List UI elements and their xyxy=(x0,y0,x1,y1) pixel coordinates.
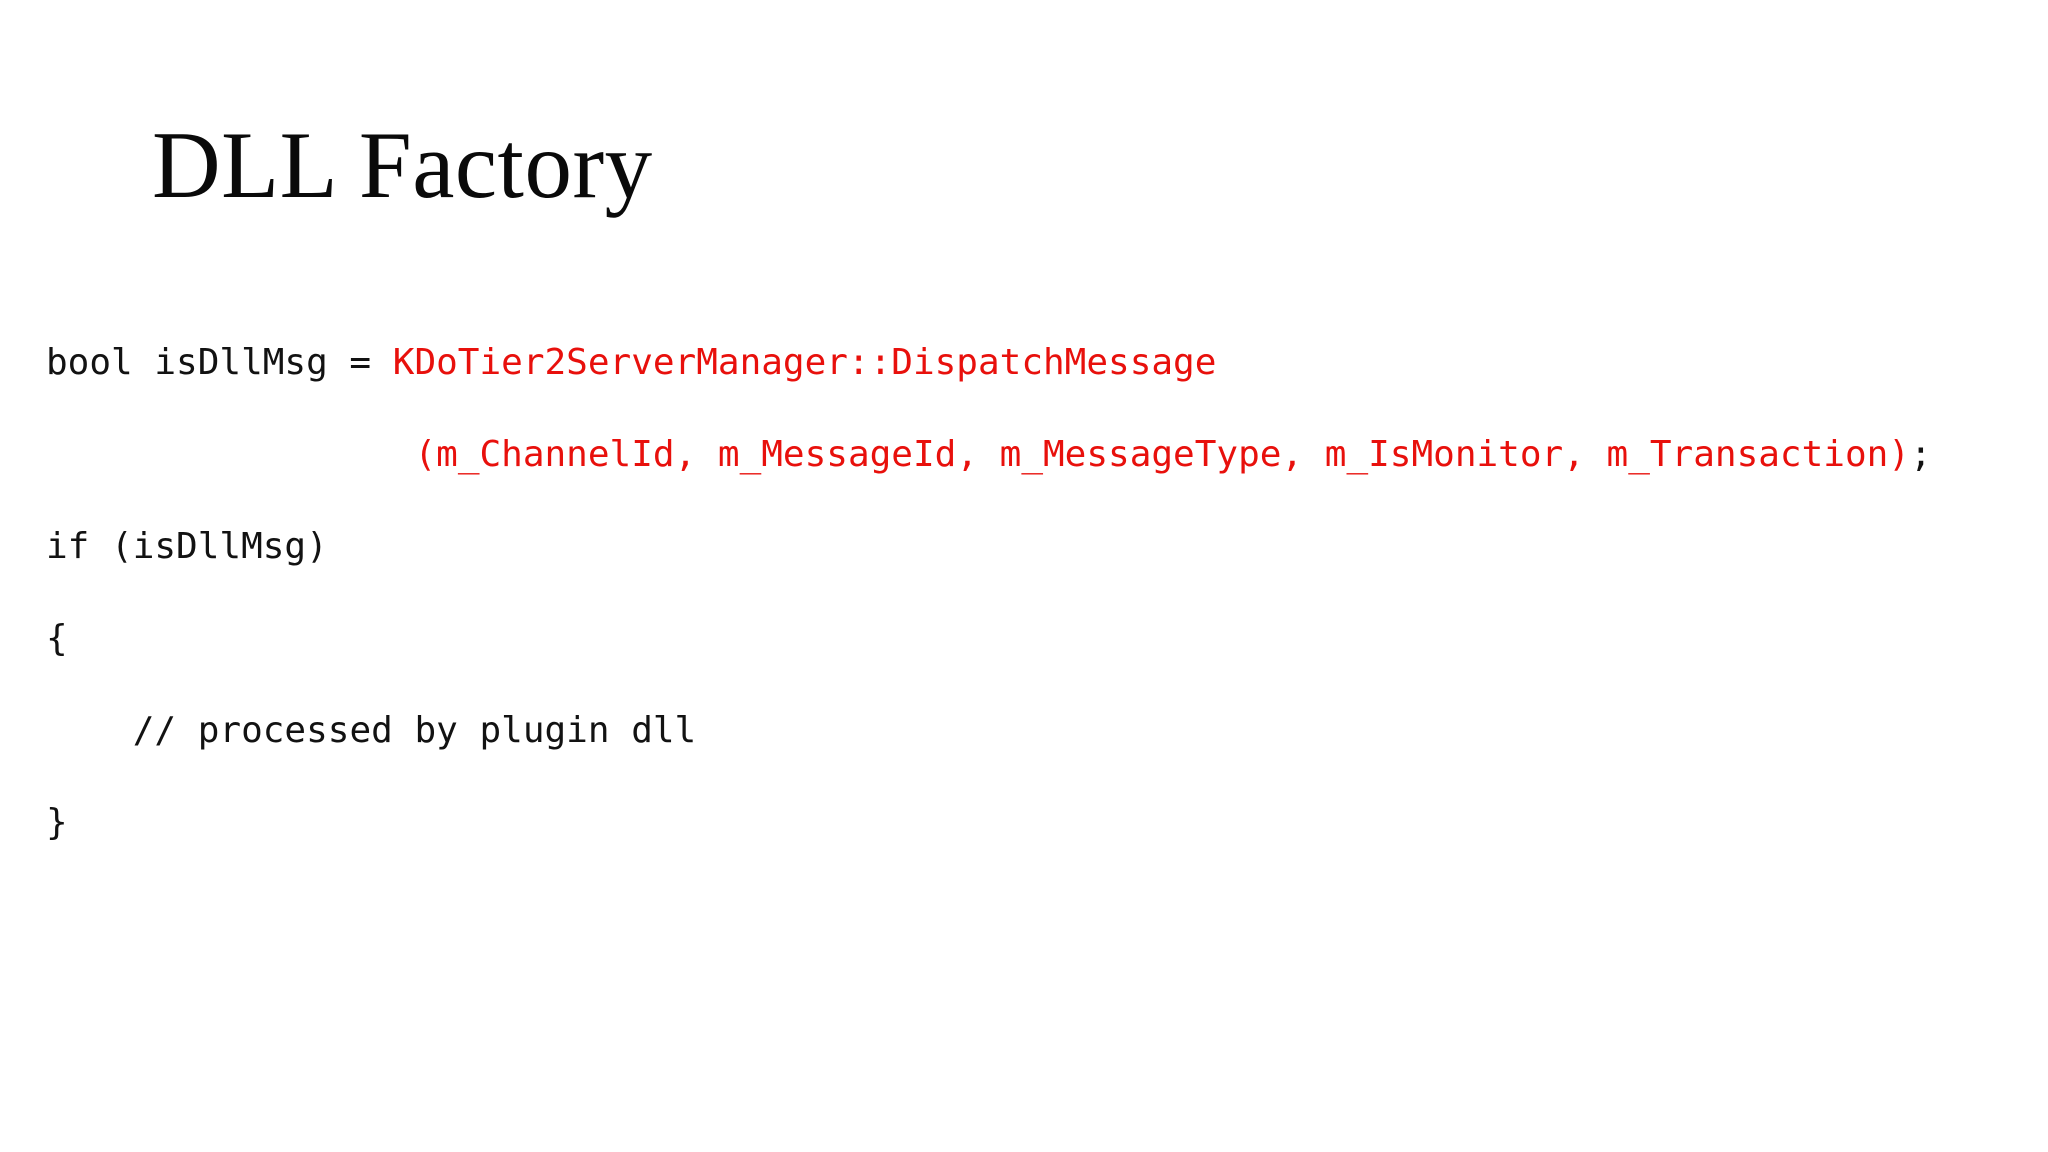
code-line: // processed by plugin dll xyxy=(46,708,2046,754)
code-token-comment: // processed by plugin dll xyxy=(132,710,697,751)
code-line: if (isDllMsg) xyxy=(46,524,2046,570)
code-token-default xyxy=(46,434,414,475)
code-token-default: { xyxy=(46,618,68,659)
code-line: { xyxy=(46,616,2046,662)
code-token-call: (m_ChannelId, m_MessageId, m_MessageType… xyxy=(414,434,1910,475)
code-token-default xyxy=(46,710,133,751)
code-token-call: KDoTier2ServerManager::DispatchMessage xyxy=(392,342,1217,383)
page-title: DLL Factory xyxy=(152,112,653,218)
code-line: bool isDllMsg = KDoTier2ServerManager::D… xyxy=(46,340,2046,386)
code-token-default: bool isDllMsg = xyxy=(46,342,393,383)
code-line: (m_ChannelId, m_MessageId, m_MessageType… xyxy=(46,432,2046,478)
code-token-default: if (isDllMsg) xyxy=(46,526,328,567)
code-line: } xyxy=(46,800,2046,846)
code-block: bool isDllMsg = KDoTier2ServerManager::D… xyxy=(46,340,2046,846)
code-token-default: } xyxy=(46,802,68,843)
code-token-default: ; xyxy=(1909,434,1932,475)
